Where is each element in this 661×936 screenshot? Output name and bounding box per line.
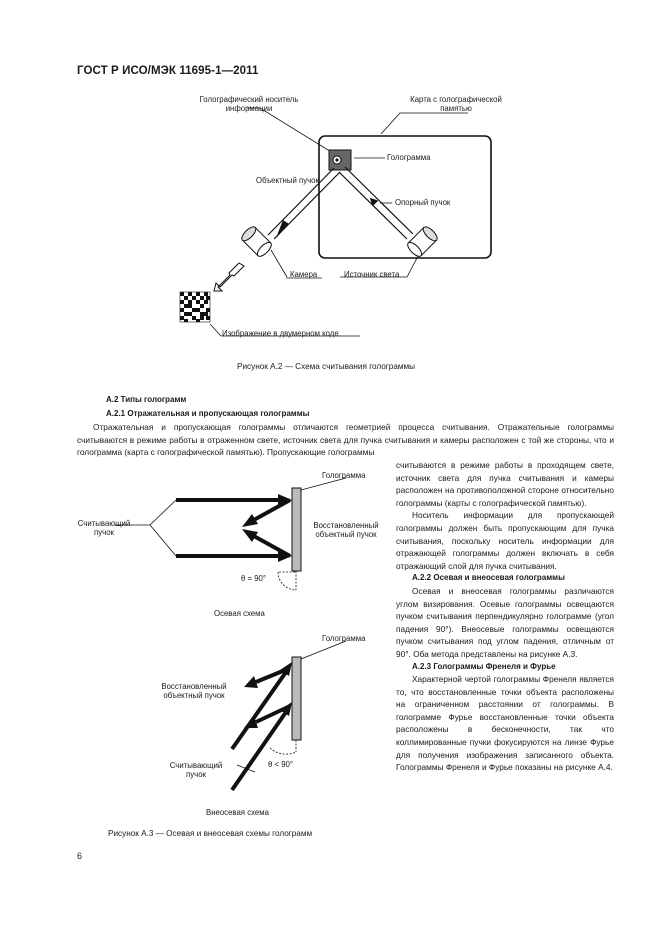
holo-memory-card (318, 135, 492, 259)
leader-source (406, 255, 419, 278)
label-reference-beam: Опорный пучок (395, 198, 451, 207)
page-number: 6 (77, 851, 83, 861)
section-a21-paragraph1: Отражательная и пропускающая голограммы … (77, 422, 614, 458)
axial-label-restored: Восстановленный объектный пучок (303, 521, 389, 539)
leader-holo-carrier (247, 107, 342, 159)
offaxis-label-reading-beam-line2: пучок (186, 770, 206, 779)
section-a21-paragraph2: Носитель информации для пропускающей гол… (396, 510, 614, 571)
offaxis-label-restored: Восстановленный объектный пучок (151, 682, 237, 700)
light-source-icon (407, 226, 438, 257)
offaxis-label-reading-beam: Считывающий пучок (156, 761, 236, 779)
figure-a2-caption: Рисунок А.2 — Схема считывания голограмм… (237, 362, 416, 371)
object-beam-arrow (276, 220, 289, 238)
axial-label-reading-beam-line2: пучок (94, 528, 114, 537)
hologram-element (328, 149, 352, 171)
axial-label-reading-beam: Считывающий пучок (64, 519, 144, 537)
axial-label-reading-beam-line1: Считывающий (77, 519, 131, 528)
axial-scheme-diagram (115, 477, 347, 591)
section-a22-heading: А.2.2 Осевая и внеосевая голограммы (412, 573, 565, 583)
label-holo-carrier-line2: информации (225, 104, 273, 113)
label-holo-carrier-line1: Голографический носитель (199, 95, 299, 104)
label-card: Карта с голографической памятью (395, 95, 517, 113)
leader-card (380, 112, 468, 135)
axial-label-restored-line2: объектный пучок (315, 530, 377, 539)
reference-beam (338, 166, 414, 240)
offaxis-scheme-label: Внеосевая схема (206, 808, 269, 817)
camera-icon (241, 226, 272, 257)
object-beam (267, 167, 341, 240)
label-card-line1: Карта с голографической (410, 95, 502, 104)
section-a21-paragraph1-cont: считываются в режиме работы в проходящем… (396, 460, 614, 508)
offaxis-label-angle: θ < 90° (268, 760, 294, 769)
leader-camera (270, 249, 288, 278)
axial-hologram-plate (291, 487, 302, 572)
offaxis-scheme-diagram (230, 640, 347, 792)
offaxis-label-hologram: Голограмма (322, 634, 366, 643)
section-a2-heading: А.2 Типы голограмм (106, 395, 187, 404)
offaxis-label-restored-line2: объектный пучок (163, 691, 225, 700)
axial-label-angle: θ = 90° (241, 574, 267, 583)
label-card-line2: памятью (440, 104, 472, 113)
section-a23-paragraph1: Характерной чертой голограммы Френеля яв… (396, 674, 614, 773)
label-holo-carrier: Голографический носитель информации (188, 95, 310, 113)
figure-a3-caption: Рисунок А.3 — Осевая и внеосевая схемы г… (108, 829, 313, 838)
axial-label-hologram: Голограмма (322, 471, 366, 480)
offaxis-hologram-plate (291, 656, 302, 741)
section-a22-paragraph1: Осевая и внеосевая голограммы различаютс… (396, 585, 614, 659)
section-a23-heading: А.2.3 Голограммы Френеля и Фурье (412, 661, 556, 671)
label-light-source: Источник света (344, 270, 400, 279)
offaxis-label-reading-beam-line1: Считывающий (169, 761, 223, 770)
offaxis-label-restored-line1: Восстановленный (161, 682, 227, 691)
label-camera: Камера (290, 270, 318, 279)
reference-beam-arrow (369, 197, 379, 207)
right-column-text: считываются в режиме работы в проходящем… (396, 459, 614, 774)
output-arrow-icon (213, 262, 245, 292)
2d-code-icon (179, 291, 211, 323)
leader-2d-image (209, 323, 222, 337)
label-hologram: Голограмма (387, 153, 431, 162)
document-header: ГОСТ Р ИСО/МЭК 11695-1—2011 (77, 65, 259, 77)
label-2d-image: Изображение в двумерном коде (222, 329, 339, 338)
axial-scheme-label: Осевая схема (214, 609, 265, 618)
label-object-beam: Объектный пучок (256, 176, 319, 185)
axial-label-restored-line1: Восстановленный (313, 521, 379, 530)
section-a21-heading: А.2.1 Отражательная и пропускающая голог… (106, 409, 310, 418)
